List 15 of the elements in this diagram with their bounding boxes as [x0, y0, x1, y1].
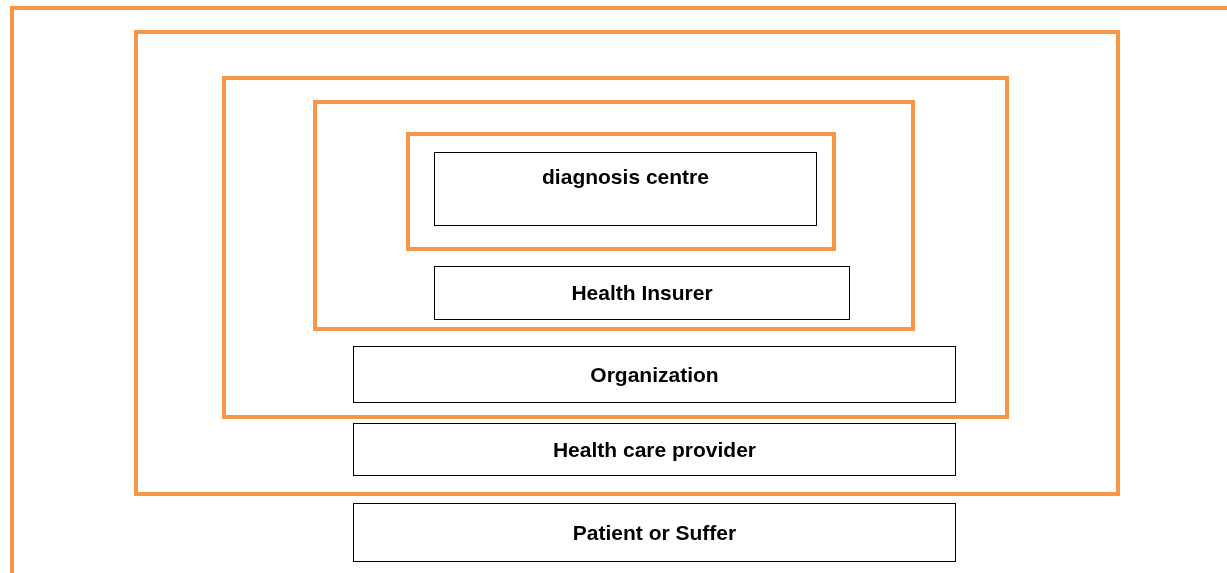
box-label: Patient or Suffer — [572, 520, 737, 544]
frame-box — [10, 6, 1227, 573]
box-label: Health care provider — [552, 437, 757, 461]
frame-box — [134, 30, 1120, 496]
frame-box — [222, 76, 1009, 419]
label-box — [434, 266, 850, 320]
box-label: Organization — [590, 362, 719, 386]
frame-box — [313, 100, 915, 331]
label-box — [353, 346, 956, 403]
label-box — [434, 152, 817, 226]
frame-box — [406, 132, 836, 251]
label-box — [353, 423, 956, 476]
label-box — [353, 503, 956, 562]
box-label: Health Insurer — [571, 281, 713, 304]
box-label: diagnosis centre — [542, 165, 709, 188]
